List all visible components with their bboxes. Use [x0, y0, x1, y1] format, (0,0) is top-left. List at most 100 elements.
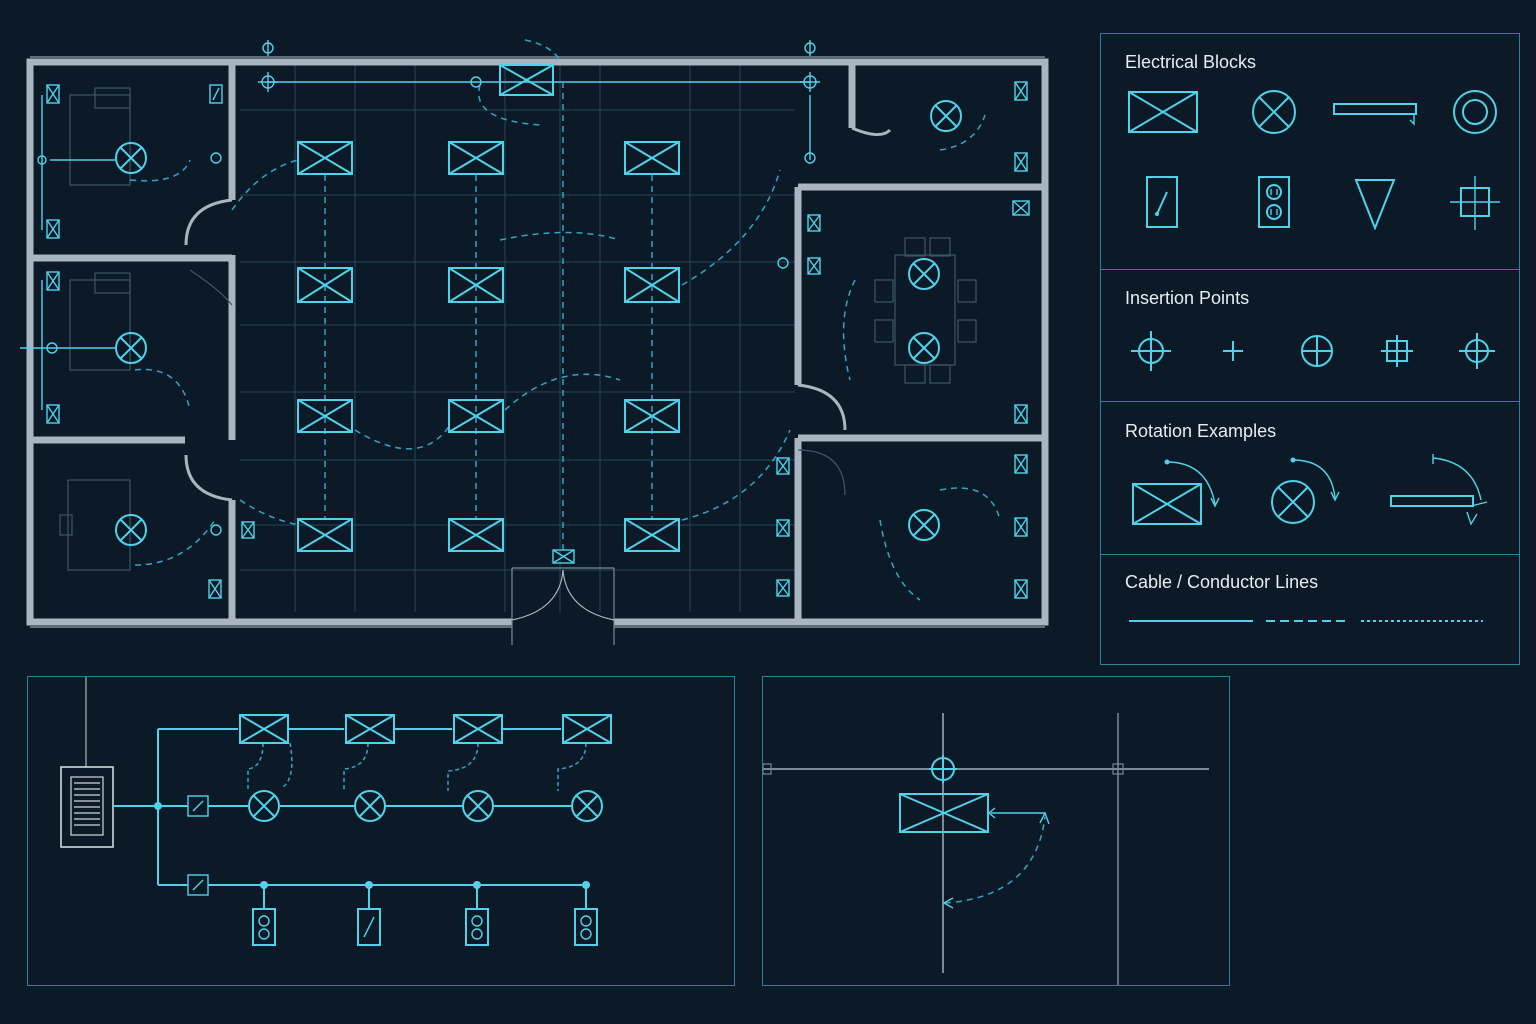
duplex-outlet-icon [252, 908, 276, 946]
insertion-point-icon [804, 40, 816, 56]
fixture-icon [499, 64, 554, 96]
dotted-line[interactable] [1361, 616, 1483, 626]
triangle-block-icon[interactable] [1353, 176, 1397, 230]
insertion-point-icon [777, 257, 789, 269]
furniture-outlines [59, 87, 977, 571]
insertion-point-icon [210, 524, 222, 536]
section-title-insertion-points: Insertion Points [1125, 288, 1250, 308]
ring-block-icon[interactable] [1450, 87, 1500, 137]
lamp-block-icon[interactable] [1249, 87, 1299, 137]
drawing-grid [240, 65, 795, 612]
lamp-icon [462, 790, 494, 822]
interior-walls [30, 62, 1045, 622]
floor-plan[interactable] [0, 0, 1070, 660]
schematic-outlets [252, 908, 598, 946]
fixture-icon [552, 549, 575, 564]
lamp-icon [354, 790, 386, 822]
duplex-outlet-icon [574, 908, 598, 946]
insertion-point-icon [800, 72, 820, 92]
target-crosshair-icon[interactable] [1129, 329, 1173, 373]
insertion-point-icon [37, 155, 47, 165]
outlet-icon [807, 257, 821, 275]
outlet-icon [46, 404, 60, 424]
circle-plus-icon[interactable] [1297, 331, 1337, 371]
section-divider [1101, 401, 1519, 402]
switch-icon [187, 874, 209, 896]
branch-wiring [113, 728, 590, 909]
fixture-block-icon[interactable] [1127, 88, 1201, 136]
square-plus-icon[interactable] [1379, 333, 1415, 369]
section-divider [1101, 554, 1519, 555]
outlet-icon [1014, 152, 1028, 172]
outlet-icon [1014, 454, 1028, 474]
section-title-rotation-examples: Rotation Examples [1125, 421, 1277, 441]
outlet-icon [241, 521, 255, 539]
fixture-icon [448, 267, 504, 303]
insertion-point-icon [262, 40, 274, 56]
insertion-point-icon [804, 152, 816, 164]
outlet-icon [1014, 579, 1028, 599]
outlet-icon [46, 84, 60, 104]
lamp-icon [908, 258, 940, 290]
fixture-icon [297, 518, 353, 552]
fixture-icon [297, 141, 353, 175]
outlet-icon [208, 579, 222, 599]
outlet-icon [1014, 517, 1028, 537]
outlet-icon [1014, 81, 1028, 101]
reference-lines [763, 713, 1209, 985]
rotate-lamp-icon[interactable] [1267, 452, 1347, 532]
fixture-icon [624, 141, 680, 175]
lamp-icon [248, 790, 280, 822]
fixture-icon [297, 399, 353, 433]
insertion-point-icon [470, 76, 482, 88]
switch-icon [187, 795, 209, 817]
insertion-detail-panel[interactable] [762, 676, 1230, 986]
insertion-point-icon [258, 72, 278, 92]
conduit-block-icon[interactable] [1332, 98, 1422, 128]
outlet-icon [776, 457, 790, 475]
insertion-point-icon [46, 342, 58, 354]
solid-line[interactable] [1129, 616, 1253, 626]
fixture-icon [453, 714, 503, 744]
circuit-schematic-panel[interactable] [27, 676, 735, 986]
diamond-crosshair-icon[interactable] [1457, 331, 1497, 371]
main-entrance [511, 567, 615, 645]
rotate-fixture-icon[interactable] [1129, 452, 1229, 532]
lamp-icon [115, 514, 147, 546]
lamp-fixtures [115, 100, 962, 546]
switch-icon [209, 84, 223, 104]
outlet-icon [46, 271, 60, 291]
section-title-cable-conductor-lines: Cable / Conductor Lines [1125, 572, 1319, 592]
plus-icon[interactable] [1219, 337, 1247, 365]
outlet-icon [46, 219, 60, 239]
rotate-conduit-icon[interactable] [1387, 452, 1497, 532]
schematic-switches [187, 795, 209, 896]
fixture-icon [297, 267, 353, 303]
fixture-icon [448, 141, 504, 175]
fixture-icon [624, 518, 680, 552]
lamp-icon [115, 142, 147, 174]
schematic-lamps [248, 790, 603, 822]
insertion-point-icon [210, 152, 222, 164]
service-feed [60, 677, 114, 848]
junction-block-icon[interactable] [1450, 176, 1500, 230]
lamp-icon [571, 790, 603, 822]
door-swings [184, 126, 892, 502]
lamp-icon [908, 332, 940, 364]
lamp-icon [115, 332, 147, 364]
rotation-arc-icon [942, 807, 1050, 909]
insertion-point-icon [929, 755, 957, 783]
lamp-icon [930, 100, 962, 132]
duplex-outlet-icon [465, 908, 489, 946]
section-divider [1101, 269, 1519, 270]
conductor-runs [20, 39, 1001, 601]
duplex-outlet-block-icon[interactable] [1257, 174, 1293, 230]
switch-icon [357, 908, 381, 946]
lamp-icon [908, 509, 940, 541]
dashed-line[interactable] [1266, 616, 1348, 626]
switch-block-icon[interactable] [1145, 174, 1181, 230]
fixture-icon [624, 399, 680, 433]
outlet-icon [776, 579, 790, 597]
fixture-icon [448, 399, 504, 433]
schematic-fixtures [239, 714, 612, 744]
